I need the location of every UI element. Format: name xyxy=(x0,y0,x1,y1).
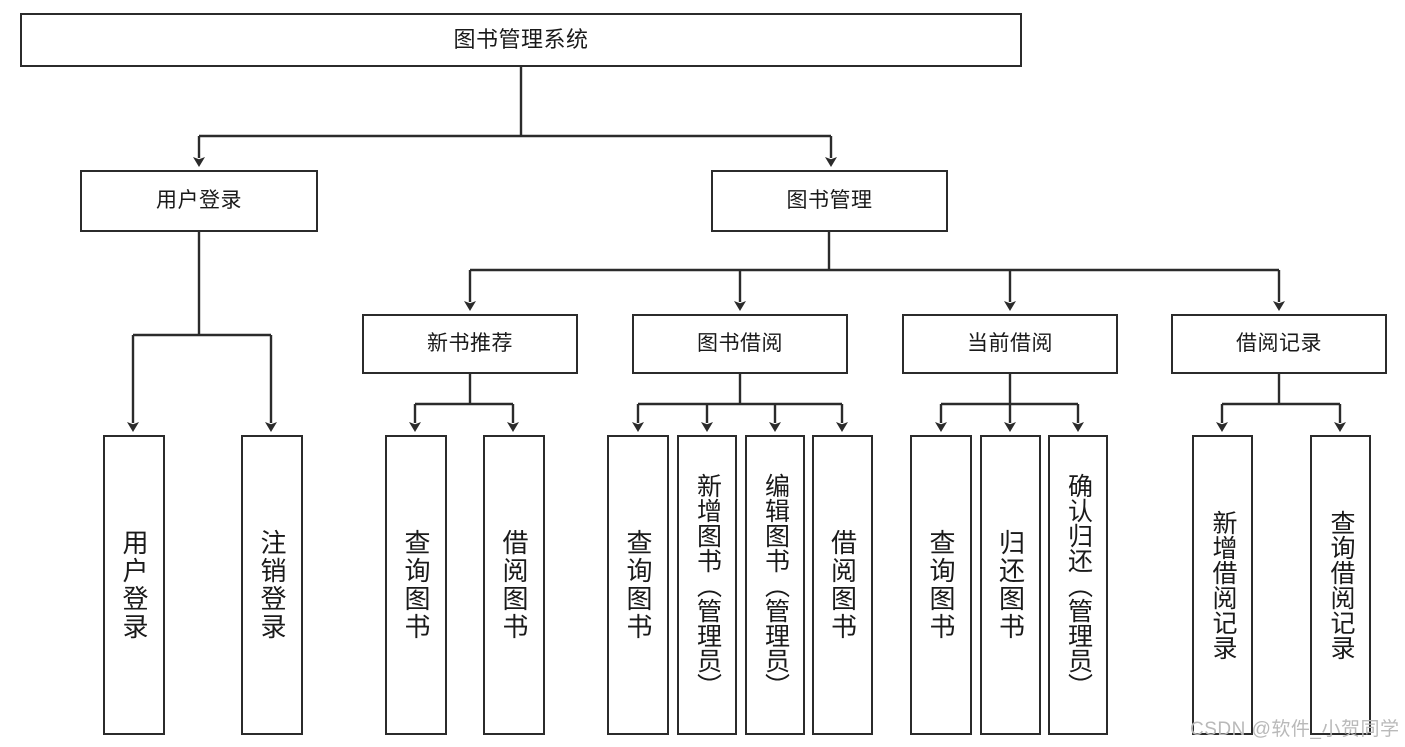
node-label: 借阅图书 xyxy=(499,529,529,641)
leaf-current-borrow-confirm-return-admin[interactable]: 确认归还（管理员） xyxy=(1048,435,1108,735)
node-label: 借阅图书 xyxy=(827,529,858,641)
leaf-book-borrow-edit-book-admin[interactable]: 编辑图书（管理员） xyxy=(745,435,805,735)
node-label: 用户登录 xyxy=(156,188,242,212)
node-label: 新书推荐 xyxy=(427,331,513,355)
leaf-new-book-query-book[interactable]: 查询图书 xyxy=(385,435,447,735)
leaf-book-borrow-add-book-admin[interactable]: 新增图书（管理员） xyxy=(677,435,737,735)
node-label: 查询借阅记录 xyxy=(1327,510,1355,660)
node-label: 图书借阅 xyxy=(697,331,783,355)
leaf-book-borrow-query-book[interactable]: 查询图书 xyxy=(607,435,669,735)
node-label: 确认归还（管理员） xyxy=(1064,472,1093,698)
leaf-borrow-record-add-record[interactable]: 新增借阅记录 xyxy=(1192,435,1253,735)
leaf-new-book-borrow-book[interactable]: 借阅图书 xyxy=(483,435,545,735)
leaf-user-login-login[interactable]: 用户登录 xyxy=(103,435,165,735)
node-label: 借阅记录 xyxy=(1236,331,1322,355)
node-current-borrow[interactable]: 当前借阅 xyxy=(902,314,1118,374)
csdn-watermark: CSDN @软件_小贺同学 xyxy=(1190,719,1400,740)
node-label: 用户登录 xyxy=(119,529,149,641)
leaf-current-borrow-return-book[interactable]: 归还图书 xyxy=(980,435,1041,735)
node-label: 编辑图书（管理员） xyxy=(761,472,790,698)
node-root-book-management-system[interactable]: 图书管理系统 xyxy=(20,13,1022,67)
node-label: 图书管理 xyxy=(786,188,873,212)
node-book-borrow[interactable]: 图书借阅 xyxy=(632,314,848,374)
leaf-user-login-logout[interactable]: 注销登录 xyxy=(241,435,303,735)
node-label: 查询图书 xyxy=(926,529,956,641)
node-label: 新增图书（管理员） xyxy=(693,472,722,698)
node-label: 查询图书 xyxy=(401,529,431,641)
leaf-borrow-record-query-record[interactable]: 查询借阅记录 xyxy=(1310,435,1371,735)
node-label: 图书管理系统 xyxy=(453,27,589,53)
leaf-book-borrow-borrow-book[interactable]: 借阅图书 xyxy=(812,435,873,735)
node-label: 新增借阅记录 xyxy=(1209,510,1237,660)
node-book-management[interactable]: 图书管理 xyxy=(711,170,948,232)
node-label: 当前借阅 xyxy=(967,331,1053,355)
node-label: 查询图书 xyxy=(623,529,653,641)
node-new-book-recommend[interactable]: 新书推荐 xyxy=(362,314,578,374)
node-label: 归还图书 xyxy=(995,529,1026,641)
node-user-login[interactable]: 用户登录 xyxy=(80,170,318,232)
node-borrow-record[interactable]: 借阅记录 xyxy=(1171,314,1387,374)
node-label: 注销登录 xyxy=(257,529,287,641)
leaf-current-borrow-query-book[interactable]: 查询图书 xyxy=(910,435,972,735)
